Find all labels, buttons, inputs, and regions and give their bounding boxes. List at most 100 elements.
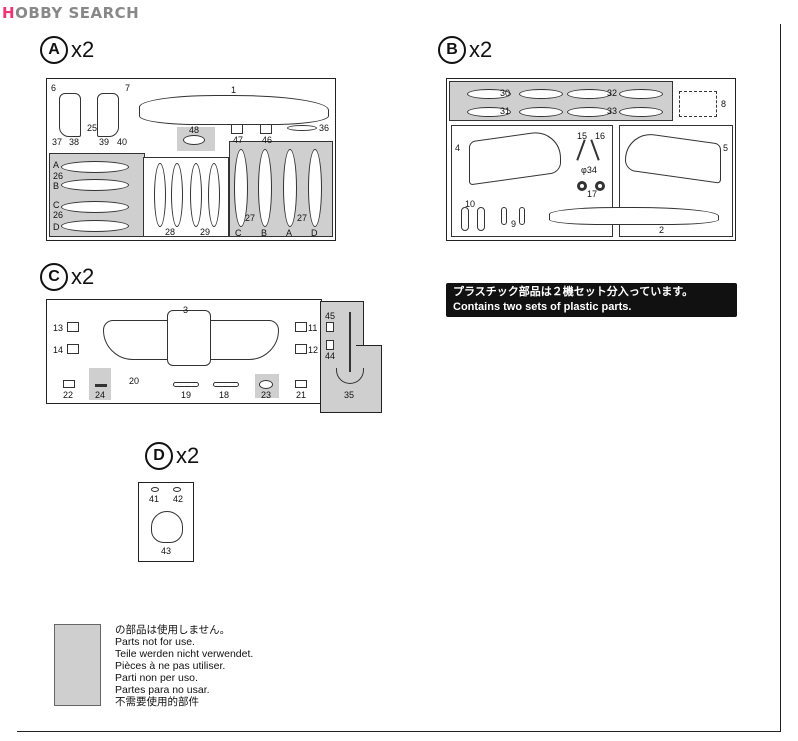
tank-letter: B — [261, 228, 268, 238]
part-number: 2 — [659, 225, 665, 235]
part-17a-wheel — [577, 181, 587, 191]
part-27a — [283, 149, 297, 227]
part-number: 24 — [95, 390, 106, 400]
part-35-mast — [349, 312, 351, 372]
part-number: 48 — [189, 125, 200, 135]
section-d-letter: D — [145, 442, 173, 470]
part-number: 10 — [465, 199, 476, 209]
legend-line: Teile werden nicht verwendet. — [115, 648, 254, 660]
part-diameter: φ34 — [581, 165, 597, 175]
part-27b — [258, 149, 272, 227]
part-number: 14 — [53, 345, 64, 355]
section-c-count: x2 — [71, 264, 95, 289]
part-number: 47 — [233, 135, 244, 145]
part-number: 3 — [183, 305, 189, 315]
part-number: 45 — [325, 311, 336, 321]
part-23 — [259, 380, 273, 389]
part-number: 29 — [200, 227, 211, 237]
part-28a — [154, 163, 166, 227]
part-number: 37 — [52, 137, 63, 147]
part-fuselage-2 — [549, 207, 719, 225]
sprue-d: 41 42 43 — [138, 482, 194, 562]
part-stabilizer-right — [97, 93, 119, 137]
part-number: 5 — [723, 143, 729, 153]
part-number: 25 — [87, 123, 98, 133]
part-9a — [501, 207, 507, 225]
part-number: 11 — [308, 323, 318, 333]
part-tank-c — [61, 201, 129, 213]
part-tank-a — [61, 161, 129, 173]
sprue-b: 30 31 32 33 8 4 15 16 φ34 17 5 10 9 2 — [446, 78, 736, 241]
part-33a — [567, 107, 611, 117]
part-number: 42 — [173, 494, 184, 504]
sprue-c: 3 13 14 11 12 20 22 24 19 18 23 21 — [46, 299, 322, 404]
section-c-letter: C — [40, 263, 68, 291]
section-d-count: x2 — [176, 443, 200, 468]
section-a-count: x2 — [71, 37, 95, 62]
part-32a — [567, 89, 611, 99]
part-number: 30 — [500, 88, 511, 98]
section-b-label: B x2 — [438, 36, 492, 64]
legend-line: Partes para no usar. — [115, 684, 210, 696]
unused-parts-swatch — [54, 624, 101, 706]
part-number: 28 — [165, 227, 176, 237]
part-29a — [190, 163, 202, 227]
part-number: 1 — [231, 85, 237, 95]
part-number: 26 — [53, 171, 64, 181]
part-number: 18 — [219, 390, 230, 400]
part-number: 13 — [53, 323, 64, 333]
legend-line: 不需要使用的部件 — [115, 696, 199, 708]
part-number: 35 — [344, 390, 355, 400]
part-number: 22 — [63, 390, 74, 400]
part-32b — [619, 89, 663, 99]
part-number: 39 — [99, 137, 110, 147]
part-10-pilot-a — [461, 207, 469, 231]
part-27d — [308, 149, 322, 227]
part-number: 23 — [261, 390, 272, 400]
part-number: 15 — [577, 131, 588, 141]
section-a-label: A x2 — [40, 36, 94, 64]
tank-letter: B — [53, 181, 60, 191]
part-stabilizer-left — [59, 93, 81, 137]
hobby-search-logo: HOBBY SEARCH — [2, 4, 140, 22]
part-number: 27 — [297, 213, 308, 223]
part-number: 20 — [129, 376, 140, 386]
part-48 — [183, 135, 205, 145]
part-18 — [213, 382, 239, 387]
part-number: 41 — [149, 494, 160, 504]
part-21 — [295, 380, 307, 388]
legend-line: の部品は使用しません。 — [115, 624, 231, 636]
part-30b — [519, 89, 563, 99]
part-number: 19 — [181, 390, 192, 400]
part-33b — [619, 107, 663, 117]
unused-parts-legend: の部品は使用しません。 Parts not for use. Teile wer… — [115, 624, 253, 708]
part-30a — [467, 89, 511, 99]
part-45 — [326, 322, 334, 332]
part-number: 43 — [161, 546, 172, 556]
section-c-label: C x2 — [40, 263, 94, 291]
note-en: Contains two sets of plastic parts. — [453, 301, 632, 313]
part-number: 46 — [262, 135, 273, 145]
part-number: 26 — [53, 210, 64, 220]
section-b-count: x2 — [469, 37, 493, 62]
tank-letter: C — [235, 228, 242, 238]
section-d-label: D x2 — [145, 442, 199, 470]
part-number: 16 — [595, 131, 606, 141]
legend-line: Pièces à ne pas utiliser. — [115, 660, 226, 672]
part-17b-wheel — [595, 181, 605, 191]
plastic-parts-note: プラスチック部品は２機セット分入っています。 Contains two sets… — [446, 283, 737, 317]
part-number: 27 — [245, 213, 256, 223]
part-8-decal-sheet — [679, 91, 717, 117]
part-28b — [171, 163, 183, 227]
part-number: 32 — [607, 88, 618, 98]
part-tank-d — [61, 220, 129, 232]
part-10-pilot-b — [477, 207, 485, 231]
page-frame — [17, 24, 781, 732]
part-number: 40 — [117, 137, 128, 147]
part-43-canopy — [151, 511, 183, 543]
legend-line: Parti non per uso. — [115, 672, 198, 684]
part-number: 7 — [125, 83, 131, 93]
part-tank-b — [61, 179, 129, 191]
part-13 — [67, 322, 79, 332]
tank-letter: D — [53, 222, 60, 232]
